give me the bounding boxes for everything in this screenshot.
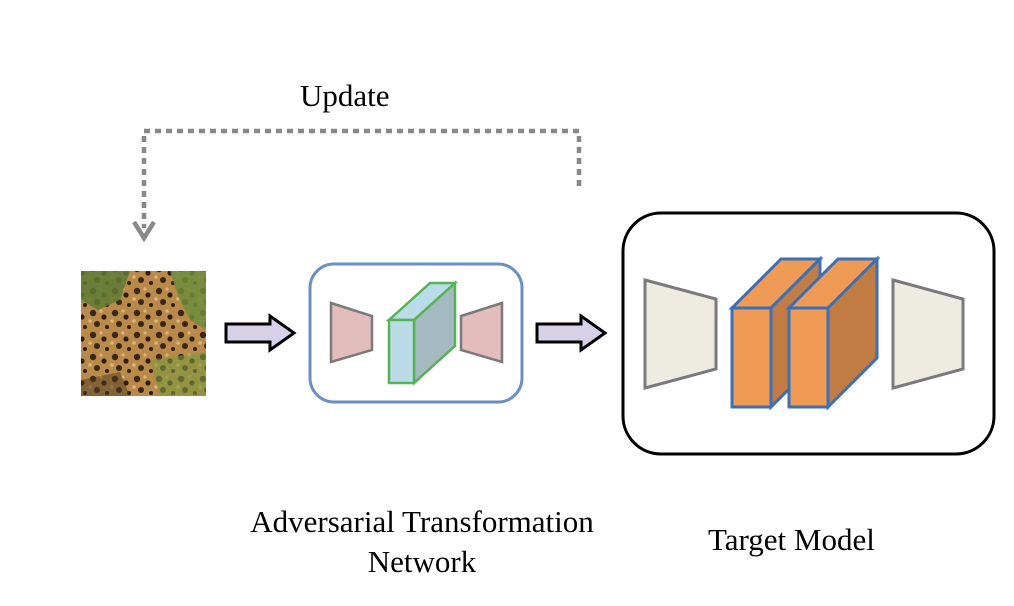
arrow-to-atn [224, 313, 297, 353]
target-model-label: Target Model [708, 522, 875, 557]
input-image [81, 271, 206, 396]
update-arrow [132, 128, 582, 243]
atn-label: Adversarial Transformation Network [222, 502, 622, 582]
atn-encoder-trapezoid [329, 301, 374, 364]
atn-box [308, 262, 524, 404]
atn-bottleneck-block [385, 280, 459, 386]
atn-decoder-trapezoid [459, 301, 504, 364]
update-label: Update [300, 78, 390, 113]
arrow-to-target [535, 313, 608, 353]
target-block-2 [785, 255, 881, 411]
atn-label-line1: Adversarial Transformation [250, 504, 594, 539]
target-decoder-trapezoid [891, 278, 965, 390]
target-model-box [621, 211, 996, 456]
target-encoder-trapezoid [643, 278, 718, 390]
atn-label-line2: Network [367, 544, 477, 579]
